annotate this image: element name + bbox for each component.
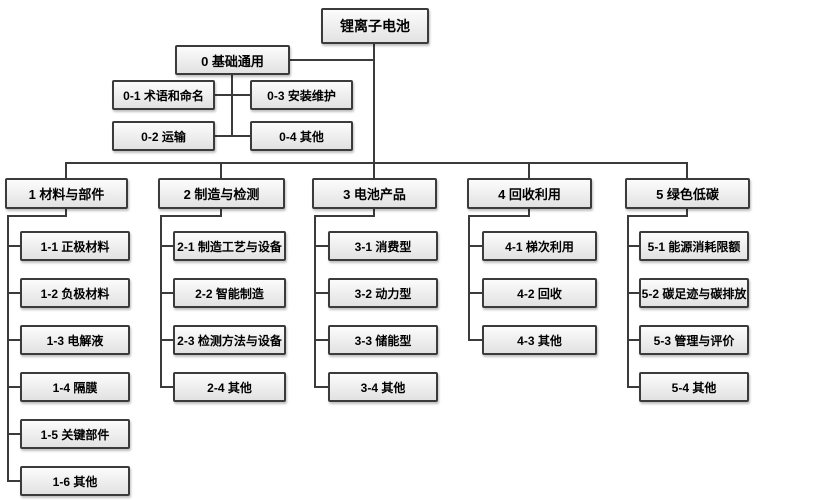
node-1-materials: 1 材料与部件 xyxy=(5,178,128,209)
node-1-3: 1-3 电解液 xyxy=(20,325,130,355)
connector-g4-c1 xyxy=(468,245,482,247)
connector-g3-spine xyxy=(314,215,316,388)
node-1-6: 1-6 其他 xyxy=(20,466,130,496)
node-4-3: 4-3 其他 xyxy=(482,325,597,355)
connector-g2-spine xyxy=(160,215,162,388)
node-3-2: 3-2 动力型 xyxy=(328,278,438,308)
node-0-1: 0-1 术语和命名 xyxy=(112,80,215,110)
connector-g3-c3 xyxy=(314,339,328,341)
connector-g1-c3 xyxy=(7,339,20,341)
connector-basic-row2 xyxy=(215,135,250,137)
connector-g3-c1 xyxy=(314,245,328,247)
node-2-1: 2-1 制造工艺与设备 xyxy=(173,231,286,261)
connector-basic-spine xyxy=(231,75,233,137)
node-root: 锂离子电池 xyxy=(321,8,429,44)
connector-g1-c1 xyxy=(7,245,20,247)
connector-g4-c2 xyxy=(468,292,482,294)
connector-g5-spine xyxy=(627,215,629,388)
node-2-2: 2-2 智能制造 xyxy=(173,278,286,308)
connector-stub-group4 xyxy=(528,162,530,178)
node-2-manufacturing: 2 制造与检测 xyxy=(158,178,285,209)
connector-g3-c4 xyxy=(314,386,328,388)
connector-g5-c1 xyxy=(627,245,639,247)
connector-basic-row1 xyxy=(215,94,250,96)
connector-stub-group1 xyxy=(65,162,67,178)
connector-g1-c6 xyxy=(7,480,20,482)
connector-g4-elbow xyxy=(468,215,530,217)
connector-g1-c5 xyxy=(7,433,20,435)
connector-g1-spine xyxy=(7,215,9,482)
connector-g2-c3 xyxy=(160,339,173,341)
connector-stub-group2 xyxy=(220,162,222,178)
connector-main-horizontal xyxy=(65,162,688,164)
connector-g2-drop xyxy=(220,209,222,217)
connector-g3-c2 xyxy=(314,292,328,294)
node-5-green: 5 绿色低碳 xyxy=(625,178,750,209)
node-3-3: 3-3 储能型 xyxy=(328,325,438,355)
connector-g1-elbow xyxy=(7,215,67,217)
node-5-4: 5-4 其他 xyxy=(639,372,749,402)
node-1-2: 1-2 负极材料 xyxy=(20,278,130,308)
node-0-3: 0-3 安装维护 xyxy=(250,80,353,110)
node-3-1: 3-1 消费型 xyxy=(328,231,438,261)
connector-g5-drop xyxy=(686,209,688,217)
node-1-4: 1-4 隔膜 xyxy=(20,372,130,402)
node-5-1: 5-1 能源消耗限额 xyxy=(639,231,749,261)
connector-g2-c4 xyxy=(160,386,173,388)
node-0-basic: 0 基础通用 xyxy=(175,45,290,75)
node-5-2: 5-2 碳足迹与碳排放 xyxy=(639,278,749,308)
connector-g3-drop xyxy=(373,209,375,217)
node-1-1: 1-1 正极材料 xyxy=(20,231,130,261)
connector-basic-to-root xyxy=(290,59,374,61)
node-4-recycling: 4 回收利用 xyxy=(467,178,592,209)
connector-g4-c3 xyxy=(468,339,482,341)
node-3-products: 3 电池产品 xyxy=(312,178,437,209)
node-2-3: 2-3 检测方法与设备 xyxy=(173,325,286,355)
connector-g5-c3 xyxy=(627,339,639,341)
connector-stub-group5 xyxy=(686,162,688,178)
node-0-2: 0-2 运输 xyxy=(112,121,215,151)
connector-g2-c1 xyxy=(160,245,173,247)
node-0-4: 0-4 其他 xyxy=(250,121,353,151)
node-4-2: 4-2 回收 xyxy=(482,278,597,308)
connector-g2-elbow xyxy=(160,215,222,217)
connector-g1-c2 xyxy=(7,292,20,294)
node-5-3: 5-3 管理与评价 xyxy=(639,325,749,355)
node-1-5: 1-5 关键部件 xyxy=(20,419,130,449)
connector-g3-elbow xyxy=(314,215,375,217)
connector-g5-elbow xyxy=(627,215,688,217)
connector-g5-c4 xyxy=(627,386,639,388)
node-4-1: 4-1 梯次利用 xyxy=(482,231,597,261)
connector-g4-spine xyxy=(468,215,470,341)
node-2-4: 2-4 其他 xyxy=(173,372,286,402)
connector-g4-drop xyxy=(528,209,530,217)
connector-g2-c2 xyxy=(160,292,173,294)
connector-g5-c2 xyxy=(627,292,639,294)
connector-g1-drop xyxy=(65,209,67,217)
connector-root-vertical xyxy=(373,44,375,178)
connector-g1-c4 xyxy=(7,386,20,388)
node-3-4: 3-4 其他 xyxy=(328,372,438,402)
